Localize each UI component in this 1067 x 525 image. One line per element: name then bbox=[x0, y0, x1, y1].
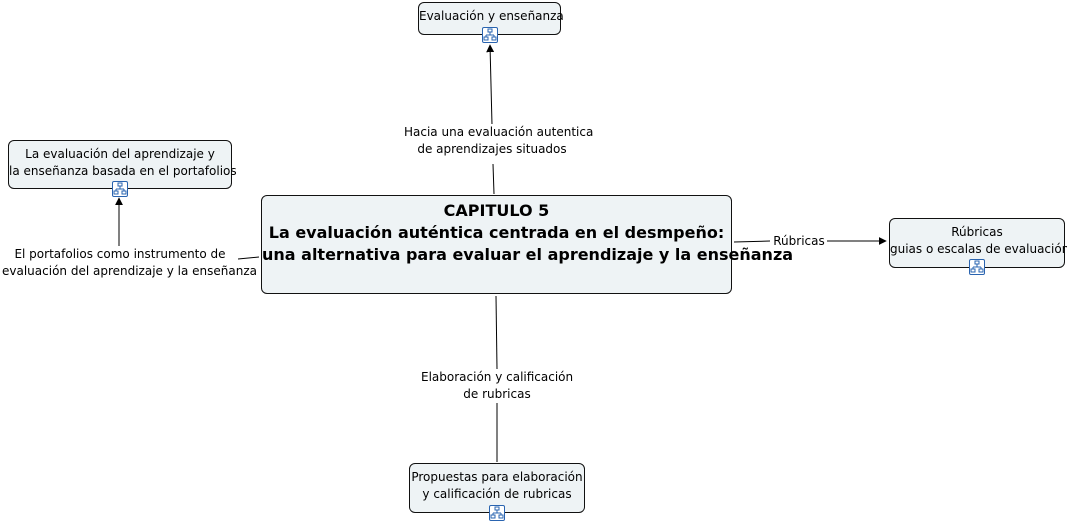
connector-right-a bbox=[733, 240, 771, 243]
connector-top-lower bbox=[492, 163, 495, 195]
node-label-line-1: La evaluación del aprendizaje y bbox=[25, 147, 215, 161]
node-label-line-1: Rúbricas bbox=[951, 225, 1003, 239]
link-label-line-1: El portafolios como instrumento de bbox=[14, 247, 226, 261]
link-label-line-2: evaluación del aprendizaje y la enseñanz… bbox=[2, 264, 257, 278]
concept-map-icon[interactable] bbox=[482, 27, 498, 43]
link-label-right: Rúbricas bbox=[772, 233, 826, 250]
node-label-line-1: Propuestas para elaboración bbox=[411, 470, 583, 484]
central-concept-node[interactable]: CAPITULO 5 La evaluación auténtica centr… bbox=[261, 195, 794, 294]
node-label-line-2: guias o escalas de evaluación bbox=[890, 242, 1067, 256]
concept-node-portafolios[interactable]: La evaluación del aprendizaje y la enseñ… bbox=[8, 140, 237, 189]
connector-top-upper bbox=[486, 44, 495, 126]
central-line-2: una alternativa para evaluar el aprendiz… bbox=[262, 245, 794, 264]
concept-map-icon[interactable] bbox=[969, 259, 985, 275]
connector-bottom-a bbox=[495, 295, 498, 370]
link-label-line-1: Rúbricas bbox=[773, 234, 825, 248]
central-line-1: La evaluación auténtica centrada en el d… bbox=[268, 223, 725, 242]
concept-map-icon[interactable] bbox=[489, 505, 505, 521]
central-title: CAPITULO 5 bbox=[443, 201, 550, 220]
link-label-top: Hacia una evaluación autentica de aprend… bbox=[404, 124, 594, 158]
concept-node-propuestas[interactable]: Propuestas para elaboración y calificaci… bbox=[409, 463, 585, 513]
link-label-left: El portafolios como instrumento de evalu… bbox=[2, 246, 257, 280]
connector-left-lower bbox=[237, 256, 260, 260]
link-label-line-2: de aprendizajes situados bbox=[417, 142, 567, 156]
link-label-line-1: Hacia una evaluación autentica bbox=[404, 125, 594, 139]
node-label: Evaluación y enseñanza bbox=[419, 9, 564, 23]
node-label-line-2: y calificación de rubricas bbox=[422, 487, 572, 501]
concept-map-icon[interactable] bbox=[112, 181, 128, 197]
link-label-line-2: de rubricas bbox=[463, 387, 531, 401]
link-label-bottom: Elaboración y calificación de rubricas bbox=[421, 369, 573, 403]
node-label-line-2: la enseñanza basada en el portafolios bbox=[9, 164, 237, 178]
link-label-line-1: Elaboración y calificación bbox=[421, 370, 574, 384]
